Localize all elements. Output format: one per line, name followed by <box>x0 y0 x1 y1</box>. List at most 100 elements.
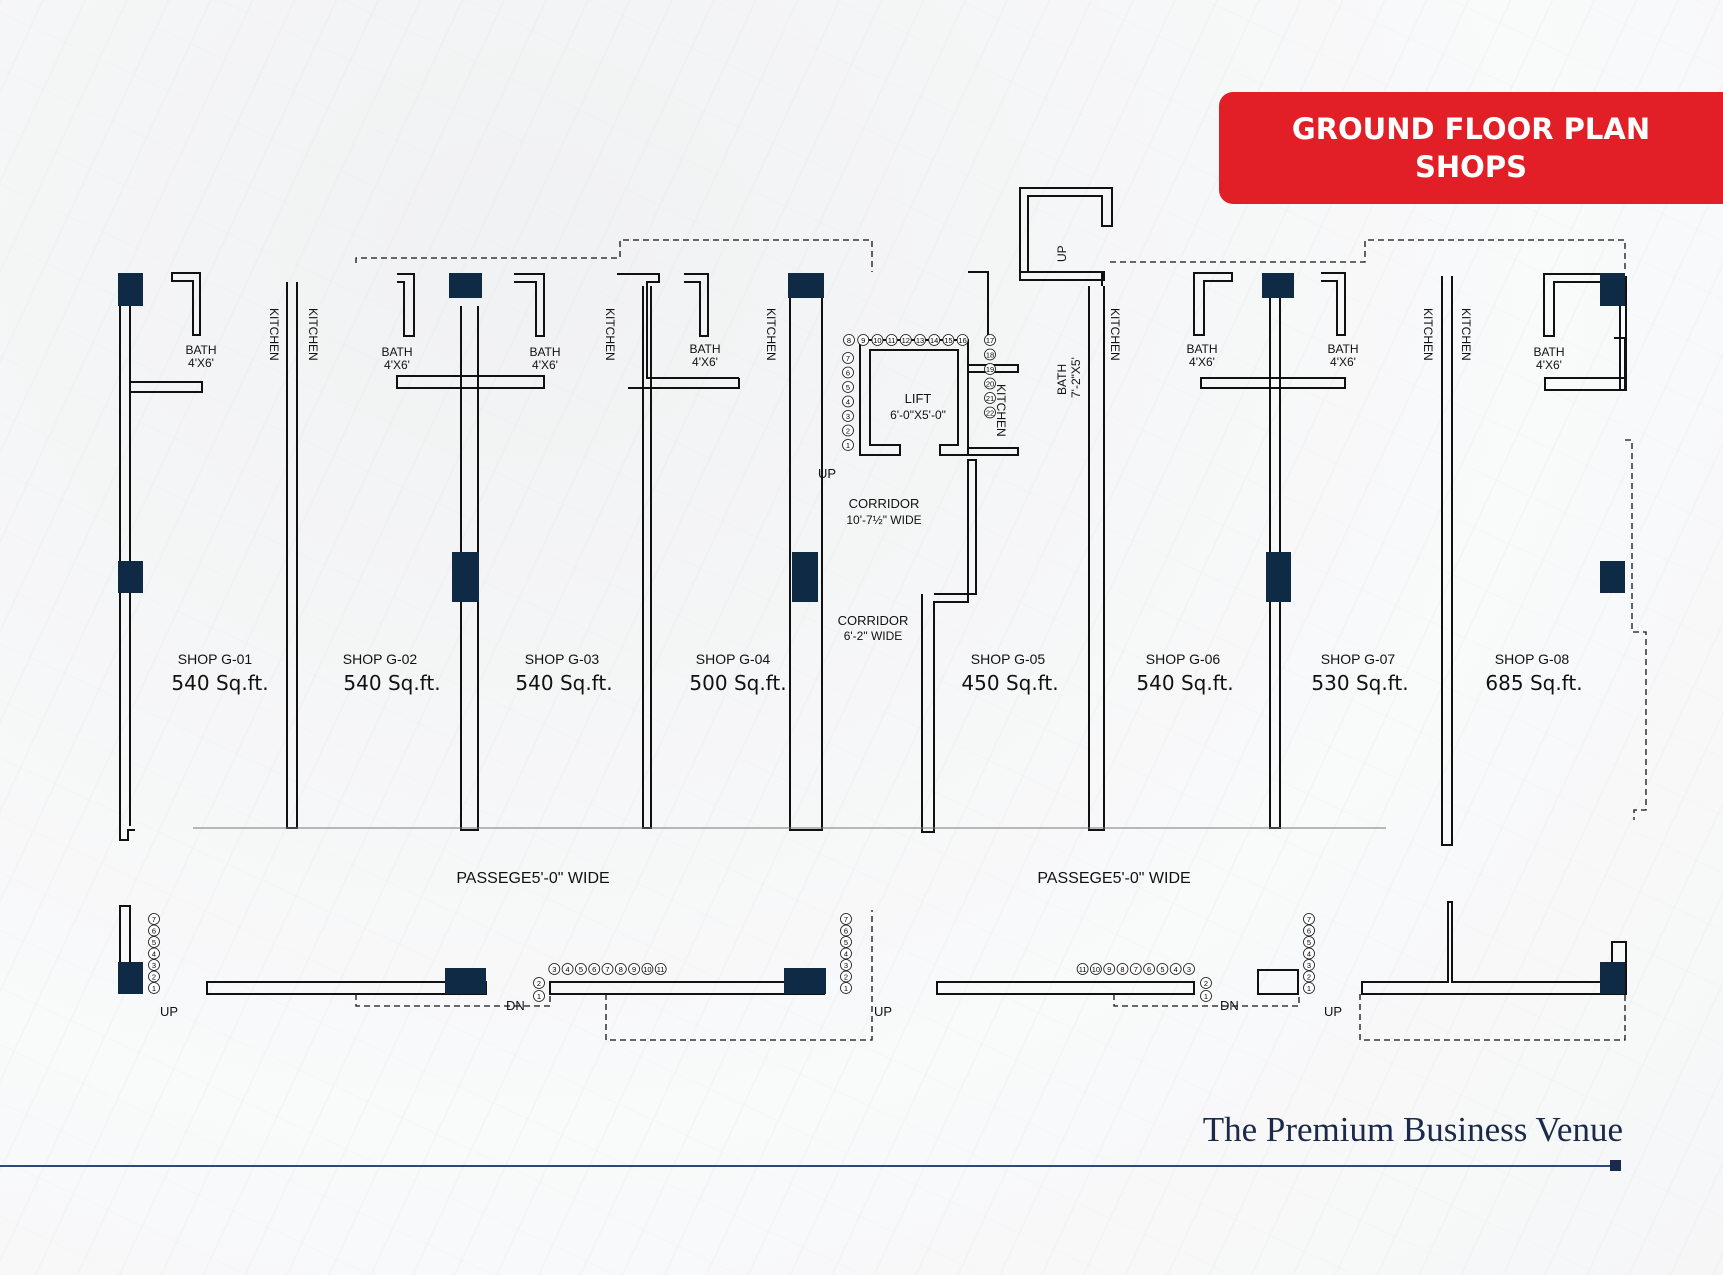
bath-labels: BATH 4'X6' BATH 4'X6' BATH 4'X6' BATH 4'… <box>185 342 1564 372</box>
stair-step-circle <box>1303 924 1315 937</box>
stair-step-circle <box>628 963 640 975</box>
corridor-label: CORRIDOR <box>838 613 909 628</box>
stair-step-circle <box>857 334 870 346</box>
stair-step-circle <box>1200 977 1212 989</box>
title-line-1: GROUND FLOOR PLAN <box>1291 112 1651 146</box>
stair-step-circle <box>840 982 852 994</box>
stair-step-number: 4 <box>1174 965 1178 974</box>
stair-step-circle <box>843 334 855 346</box>
bath-size: 4'X6' <box>1536 358 1562 372</box>
shop-area: 540 Sq.ft. <box>343 671 440 695</box>
stair-step-circle <box>641 963 654 975</box>
stair-step-circle <box>1169 963 1182 975</box>
bath-center-size: 7'-2"X5' <box>1069 357 1083 398</box>
stair-direction-labels: UP DN UP DN UP <box>160 998 1342 1019</box>
kitchen-label: KITCHEN <box>1421 308 1435 361</box>
bath-label: BATH <box>185 343 216 357</box>
stair-step-number: 7 <box>844 915 848 924</box>
stair-step-number: 2 <box>1307 973 1311 982</box>
stair-step-circle <box>1303 982 1315 994</box>
stair-step-circle <box>148 970 160 983</box>
stair-step-circle <box>1303 970 1315 983</box>
passage-label: PASSEGE5'-0" WIDE <box>456 870 609 887</box>
stair-step-circle <box>842 381 854 393</box>
stair-step-circle <box>148 936 160 948</box>
title-banner: GROUND FLOOR PLAN SHOPS <box>1219 92 1723 204</box>
bath-label: BATH <box>381 345 412 359</box>
stair-step-circle <box>1303 947 1315 960</box>
stair-step-number: 7 <box>1307 915 1311 924</box>
corridor-width: 10'-7½" WIDE <box>846 513 921 527</box>
stair-step-number: 9 <box>861 336 865 345</box>
stair-step-number: 8 <box>847 336 851 345</box>
stair-step-circle <box>1200 990 1212 1002</box>
corridor-label: CORRIDOR <box>849 496 920 511</box>
stair-step-number: 9 <box>632 965 636 974</box>
stair-step-circle <box>842 439 854 451</box>
shop-name: SHOP G-02 <box>343 651 418 667</box>
stair-step-number: 1 <box>1307 984 1311 993</box>
stair-step-number: 15 <box>944 336 952 345</box>
stair-step-number: 4 <box>844 950 848 959</box>
stair-step-number: 16 <box>958 336 966 345</box>
stair-step-circle <box>956 334 969 346</box>
stair-step-number: 2 <box>1204 979 1208 988</box>
tagline-dot <box>1610 1160 1621 1171</box>
stair-step-number: 21 <box>986 394 994 403</box>
up-label: UP <box>874 1004 892 1019</box>
stair-step-circle <box>533 990 545 1002</box>
stair-step-number: 4 <box>846 398 850 407</box>
shop-area: 685 Sq.ft. <box>1485 671 1582 695</box>
stair-step-number: 11 <box>1079 965 1087 974</box>
stair-step-number: 7 <box>846 354 850 363</box>
stair-step-circle <box>1303 959 1315 971</box>
kitchen-label: KITCHEN <box>1108 308 1122 361</box>
lift-size: 6'-0"X5'-0" <box>890 408 946 422</box>
bath-label: BATH <box>529 345 560 359</box>
stair-step-number: 2 <box>537 979 541 988</box>
stair-step-number: 3 <box>844 961 848 970</box>
stair-step-number: 9 <box>1107 965 1111 974</box>
stair-step-number: 11 <box>888 336 896 345</box>
stair-step-circle <box>148 959 160 971</box>
stair-step-circle <box>840 947 852 960</box>
stair-step-circle <box>842 410 854 422</box>
stair-step-number: 10 <box>1092 965 1100 974</box>
stair-step-number: 19 <box>986 365 994 374</box>
stair-step-circle <box>1156 963 1169 975</box>
stair-step-circle <box>842 395 854 408</box>
stair-step-circle <box>984 406 996 419</box>
up-label: UP <box>818 466 836 481</box>
stair-step-number: 5 <box>1160 965 1164 974</box>
bath-size: 4'X6' <box>692 355 718 369</box>
stair-step-circle <box>842 424 854 437</box>
up-label: UP <box>1324 1004 1342 1019</box>
kitchen-label: KITCHEN <box>267 308 281 361</box>
stair-step-number: 14 <box>930 336 938 345</box>
stair-step-circle <box>654 963 667 975</box>
stair-step-circle <box>885 334 898 346</box>
bath-size: 4'X6' <box>1330 355 1356 369</box>
stair-step-circle <box>1303 936 1315 948</box>
stair-step-number: 8 <box>1120 965 1124 974</box>
stair-step-circle <box>561 963 574 975</box>
stair-step-number: 2 <box>846 427 850 436</box>
bath-label: BATH <box>1533 345 1564 359</box>
tagline: The Premium Business Venue <box>1202 1110 1623 1149</box>
structural-columns <box>118 273 1625 994</box>
stair-step-circle <box>148 982 160 994</box>
stair-step-circle <box>148 924 160 937</box>
stair-step-number: 12 <box>902 336 910 345</box>
passage-labels: PASSEGE5'-0" WIDE PASSEGE5'-0" WIDE <box>456 870 1190 887</box>
stair-step-number: 6 <box>1147 965 1151 974</box>
stair-step-number: 11 <box>657 965 665 974</box>
stair-step-number: 5 <box>1307 938 1311 947</box>
bath-size: 4'X6' <box>532 358 558 372</box>
stair-step-circle <box>942 334 955 346</box>
stair-step-number: 4 <box>152 950 156 959</box>
shop-name: SHOP G-03 <box>525 651 600 667</box>
bath-label: BATH <box>689 342 720 356</box>
stair-step-number: 5 <box>844 938 848 947</box>
